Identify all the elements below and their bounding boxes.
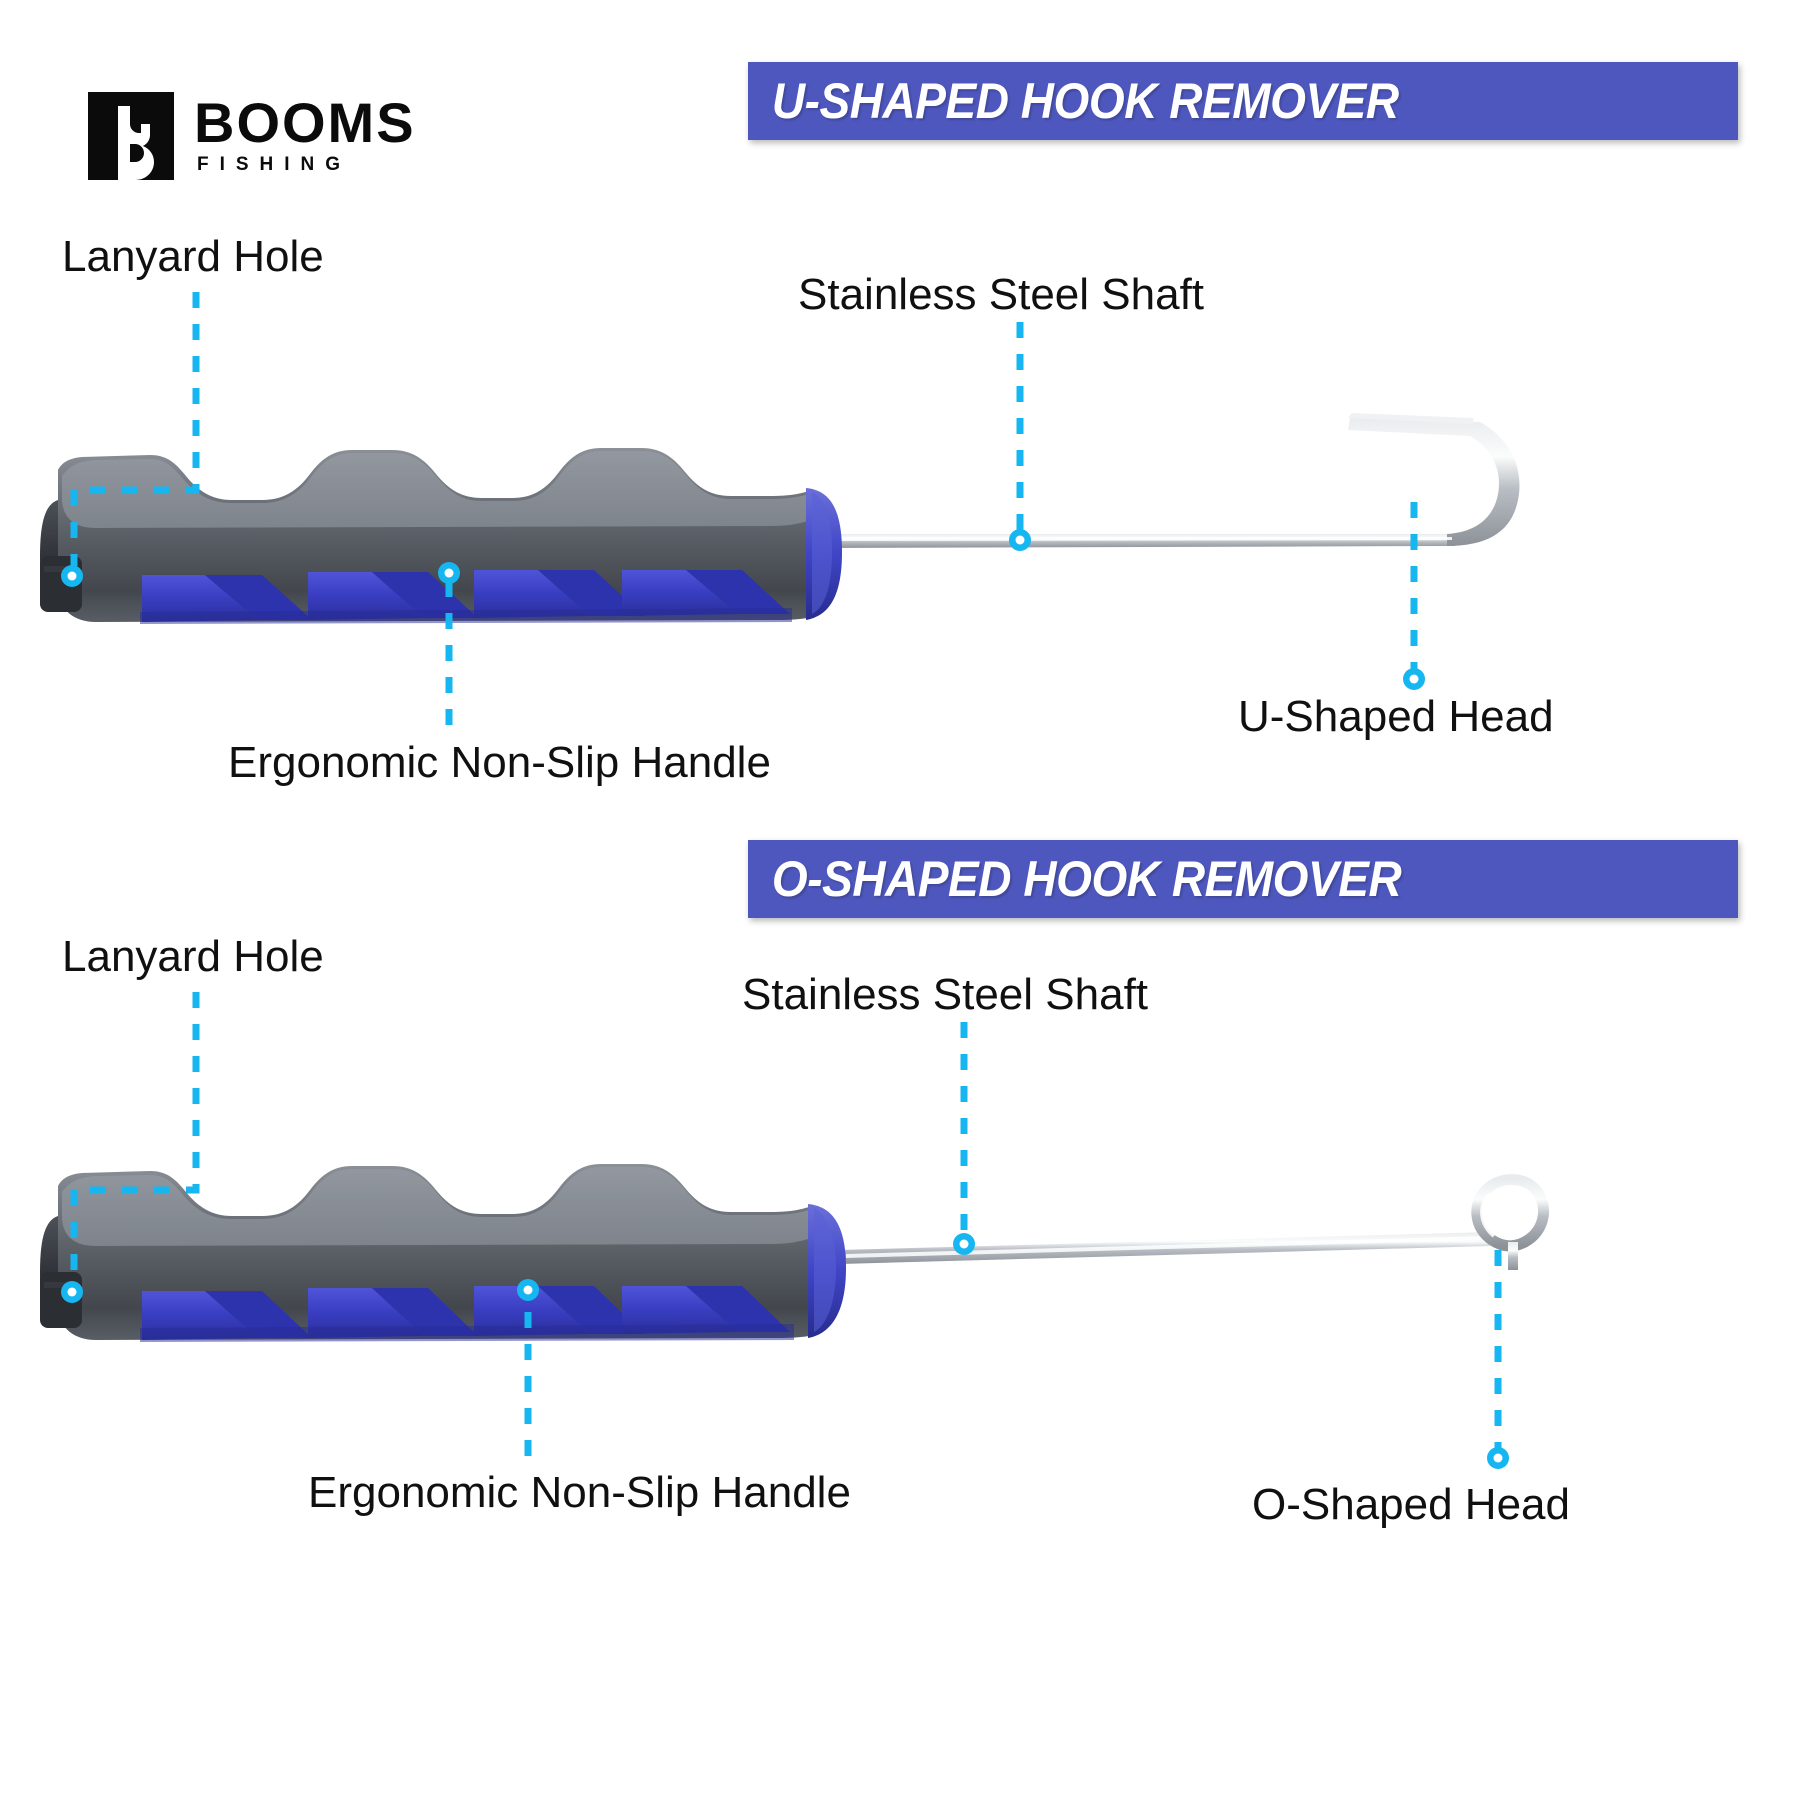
label-stainless-shaft-u: Stainless Steel Shaft [798, 270, 1205, 319]
label-u-shaped-head: U-Shaped Head [1238, 692, 1554, 741]
label-ergonomic-handle-o: Ergonomic Non-Slip Handle [308, 1468, 851, 1517]
brand-subname: FISHING [197, 153, 352, 175]
label-lanyard-hole-o: Lanyard Hole [62, 932, 324, 981]
brand-logo: BOOMS FISHING [88, 92, 416, 180]
booms-b-hook-logo-icon [88, 92, 174, 180]
banner-title-u: U-SHAPED HOOK REMOVER [771, 73, 1399, 129]
tool-illustration-o-shaped [0, 760, 1800, 1800]
brand-wordmark: BOOMS FISHING [194, 91, 416, 175]
brand-name: BOOMS [194, 91, 416, 155]
label-lanyard-hole-u: Lanyard Hole [62, 232, 324, 281]
section-banner-o-shaped: O-SHAPED HOOK REMOVER [748, 840, 1738, 918]
tool-illustration-u-shaped [0, 0, 1800, 800]
label-o-shaped-head: O-Shaped Head [1252, 1480, 1570, 1529]
banner-title-o: O-SHAPED HOOK REMOVER [771, 851, 1402, 907]
section-banner-u-shaped: U-SHAPED HOOK REMOVER [748, 62, 1738, 140]
label-stainless-shaft-o: Stainless Steel Shaft [742, 970, 1149, 1019]
label-ergonomic-handle-u: Ergonomic Non-Slip Handle [228, 738, 771, 787]
